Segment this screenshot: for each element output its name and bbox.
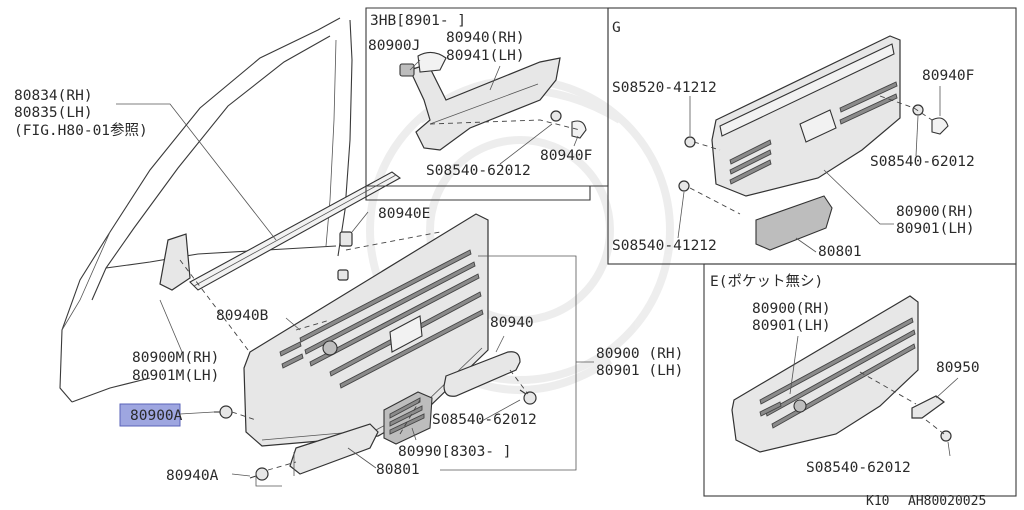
label-escutcheon[interactable]: 80990[8303- ] — [398, 444, 512, 460]
label-g-trim-lh[interactable]: 80901(LH) — [896, 221, 975, 237]
label-g-screw-41212-top[interactable]: S08520-41212 — [612, 80, 717, 96]
label-e-screw[interactable]: S08540-62012 — [806, 460, 911, 476]
main-fasteners — [214, 389, 537, 487]
label-screw-main[interactable]: S08540-62012 — [432, 412, 537, 428]
label-e-trim-lh[interactable]: 80901(LH) — [752, 318, 831, 334]
label-moulding-lh[interactable]: 80901M(LH) — [132, 368, 219, 384]
armrest-handle — [443, 351, 521, 397]
label-glass-run-lh[interactable]: 80835(LH) — [14, 105, 93, 121]
label-g-trim-rh[interactable]: 80900(RH) — [896, 204, 975, 220]
label-pocket-main[interactable]: 80801 — [376, 462, 420, 478]
label-g-clip-f[interactable]: 80940F — [922, 68, 974, 84]
label-g-pocket[interactable]: 80801 — [818, 244, 862, 260]
door-pocket — [289, 423, 379, 476]
main-labels: 80834(RH) 80835(LH) (FIG.H80-01参照) 80940… — [14, 88, 683, 484]
footer-codes: K10 AH80020025 — [866, 494, 986, 509]
label-e-trim-rh[interactable]: 80900(RH) — [752, 301, 831, 317]
main-assembly-lines — [179, 231, 529, 471]
label-clip-80940a[interactable]: 80940A — [166, 468, 219, 484]
label-trim-lh[interactable]: 80901 (LH) — [596, 363, 683, 379]
label-g-screw-41212-bottom[interactable]: S08540-41212 — [612, 238, 717, 254]
label-clip-80940b[interactable]: 80940B — [216, 308, 269, 324]
door-trim-panel — [243, 213, 489, 447]
label-handle-lh[interactable]: 80941(LH) — [446, 48, 525, 64]
label-clip-80940e[interactable]: 80940E — [378, 206, 430, 222]
panel-e-title: E(ポケット無シ) — [710, 273, 823, 290]
label-cap-80900j[interactable]: 80900J — [368, 38, 420, 54]
figure-code: K10 — [866, 494, 889, 509]
door-frame-illustration — [59, 17, 402, 403]
panel-3hb-title: 3HB[8901- ] — [370, 13, 466, 29]
page-code: AH80020025 — [908, 494, 986, 509]
panel-e: E(ポケット無シ) 80900(RH) 80901(LH) 80950 S085… — [703, 263, 1017, 497]
label-glass-run-rh[interactable]: 80834(RH) — [14, 88, 93, 104]
label-moulding-rh[interactable]: 80900M(RH) — [132, 350, 219, 366]
label-handle-clip-80940[interactable]: 80940 — [490, 315, 534, 331]
label-3hb-screw[interactable]: S08540-62012 — [426, 163, 531, 179]
label-3hb-clip-f[interactable]: 80940F — [540, 148, 592, 164]
trim-louvres — [279, 249, 484, 389]
label-fig-reference[interactable]: (FIG.H80-01参照) — [14, 122, 148, 139]
escutcheon-part — [383, 391, 433, 445]
panel-3hb: 3HB[8901- ] 80900J 80940(RH) 80941(LH) 8… — [365, 7, 609, 201]
label-g-screw-62012[interactable]: S08540-62012 — [870, 154, 975, 170]
panel-g-title: G — [612, 20, 621, 36]
highlight-80900a — [119, 403, 181, 427]
label-e-pull[interactable]: 80950 — [936, 360, 980, 376]
panel-g: G S08520-41212 80940F S08540-62012 80900… — [607, 7, 1017, 265]
main-leader-lines — [116, 103, 594, 477]
label-trim-rh[interactable]: 80900 (RH) — [596, 346, 683, 362]
label-clip-80900a[interactable]: 80900A — [130, 408, 183, 424]
label-handle-rh[interactable]: 80940(RH) — [446, 30, 525, 46]
